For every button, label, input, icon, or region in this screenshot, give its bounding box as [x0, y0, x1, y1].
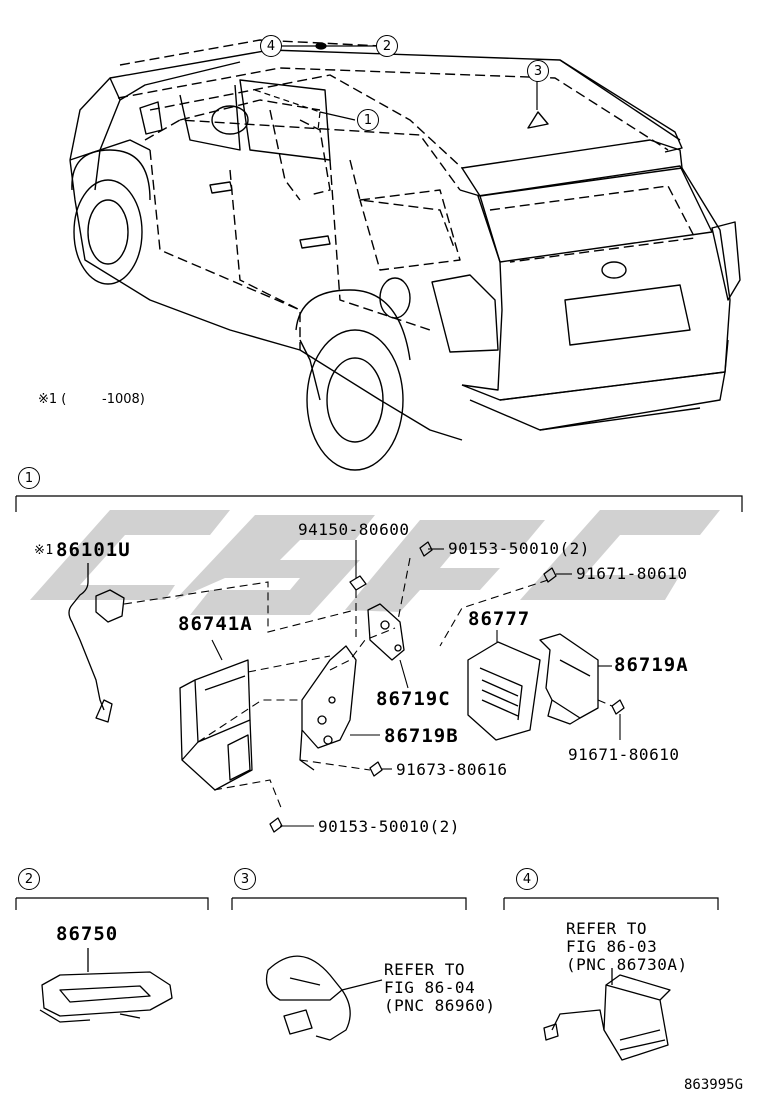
callout-4: 4: [260, 35, 282, 57]
section4-refer-line1: REFER TO: [566, 919, 648, 938]
section-1-marker: 1: [18, 467, 40, 489]
section2-component: [39, 948, 173, 1023]
part-86741A[interactable]: 86741A: [178, 613, 253, 635]
part-86750[interactable]: 86750: [56, 923, 119, 945]
callout-2: 2: [376, 35, 398, 57]
top-callout-leaders: [254, 42, 538, 131]
section4-refer-line2: FIG 86-03: [566, 937, 658, 956]
section1-components: [68, 541, 625, 833]
section3-component: [265, 955, 383, 1041]
part-86719A[interactable]: 86719A: [614, 654, 689, 676]
part-91673-80616[interactable]: 91673-80616: [396, 760, 508, 779]
part-90153-50010-a[interactable]: 90153-50010(2): [448, 539, 590, 558]
note-mark: ※1 (: [38, 392, 67, 407]
part-86719B[interactable]: 86719B: [384, 725, 459, 747]
section4-component: [543, 968, 671, 1061]
section-3-marker: 3: [234, 868, 256, 890]
part-86777[interactable]: 86777: [468, 608, 531, 630]
vehicle-illustration: [69, 39, 741, 471]
part-86719C[interactable]: 86719C: [376, 688, 451, 710]
section-dividers: [15, 495, 743, 910]
note-range: -1008): [102, 392, 145, 407]
figure-code: 863995G: [684, 1077, 744, 1093]
part-86101U[interactable]: 86101U: [56, 539, 131, 561]
callout-3: 3: [527, 60, 549, 82]
section3-refer-line1: REFER TO: [384, 960, 466, 979]
section-2-marker: 2: [18, 868, 40, 890]
marked-part-prefix: ※1: [34, 543, 54, 558]
part-94150-80600[interactable]: 94150-80600: [298, 520, 410, 539]
section3-refer-line2: FIG 86-04: [384, 978, 476, 997]
watermark-logo: [30, 510, 720, 615]
section4-refer-line3: (PNC 86730A): [566, 955, 688, 974]
callout-1: 1: [357, 109, 379, 131]
section3-refer-line3: (PNC 86960): [384, 996, 496, 1015]
section-4-marker: 4: [516, 868, 538, 890]
part-91671-80610-a[interactable]: 91671-80610: [576, 564, 688, 583]
part-91671-80610-b[interactable]: 91671-80610: [568, 745, 680, 764]
part-90153-50010-b[interactable]: 90153-50010(2): [318, 817, 460, 836]
section1-leaders: [123, 540, 621, 827]
